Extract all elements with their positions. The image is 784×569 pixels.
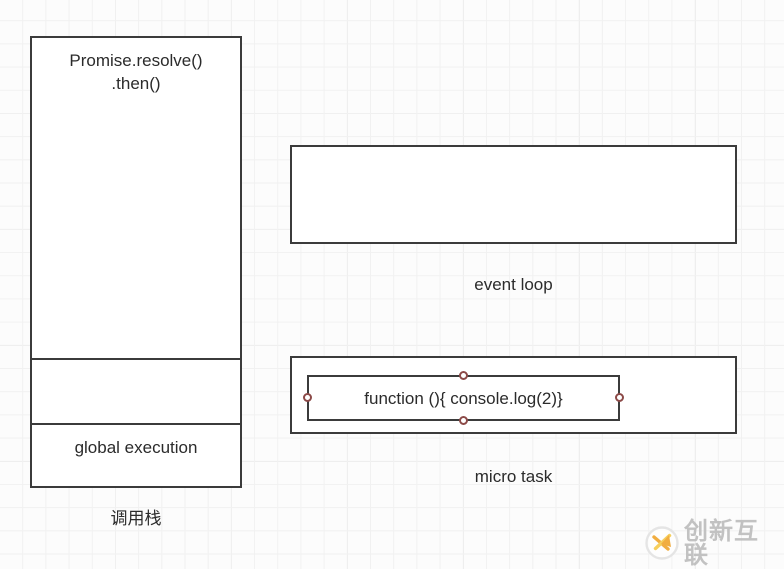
connection-handle-bottom-icon[interactable] — [458, 416, 468, 425]
circle-x-logo-icon — [645, 526, 679, 560]
micro-task-caption: micro task — [474, 467, 553, 486]
watermark-text: 创新互联 — [684, 517, 759, 569]
call-stack-box[interactable]: Promise.resolve() .then() global executi… — [30, 36, 242, 488]
call-stack-caption: 调用栈 — [110, 509, 162, 528]
event-loop-caption: event loop — [474, 275, 553, 294]
call-stack-frame-global-label: global execution — [74, 438, 198, 457]
micro-task-item-box[interactable]: function (){ console.log(2)} — [303, 371, 624, 425]
watermark: 创新互联 — [645, 517, 779, 569]
connection-handle-top-icon[interactable] — [458, 371, 468, 380]
event-loop-box[interactable] — [290, 145, 737, 244]
micro-task-box[interactable]: function (){ console.log(2)} — [290, 356, 737, 434]
connection-handle-left-icon[interactable] — [303, 393, 312, 402]
call-stack-frame-promise-label: Promise.resolve() .then() — [69, 51, 203, 93]
call-stack-divider-lower — [32, 423, 240, 425]
micro-task-item-label: function (){ console.log(2)} — [364, 389, 563, 408]
connection-handle-right-icon[interactable] — [615, 393, 624, 402]
call-stack-divider-upper — [32, 358, 240, 360]
